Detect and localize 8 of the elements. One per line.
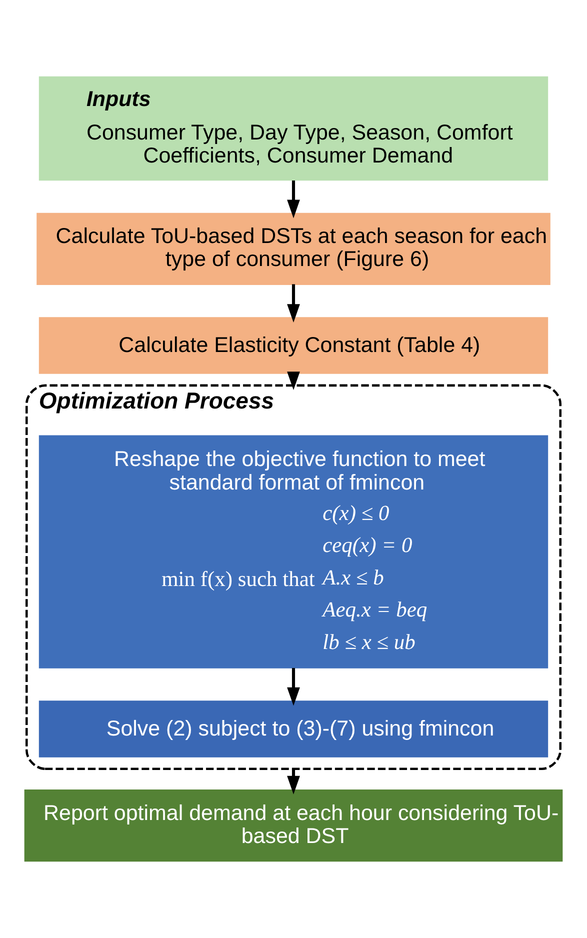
arrow <box>287 668 300 706</box>
node-box: Inputs Consumer Type, Day Type, Season, Comfort Coefficients, Consumer Demand <box>38 76 548 181</box>
arrow <box>287 180 300 218</box>
node-box: Reshape the objective function to meet standard format of fmincon min f(x) such that c(x) ≤ 0 ceq(x) = 0 A.x ≤ b Aeq.x = beq lb ≤ x ≤ ub <box>38 435 548 668</box>
node-box: Report optimal demand at each hour considering ToU-based DST <box>24 790 563 862</box>
node-box: Calculate ToU-based DSTs at each season for each type of consumer (Figure 6) <box>36 212 550 285</box>
arrow <box>287 284 300 323</box>
node-box: Solve (2) subject to (3)-(7) using fmincon <box>38 700 548 758</box>
